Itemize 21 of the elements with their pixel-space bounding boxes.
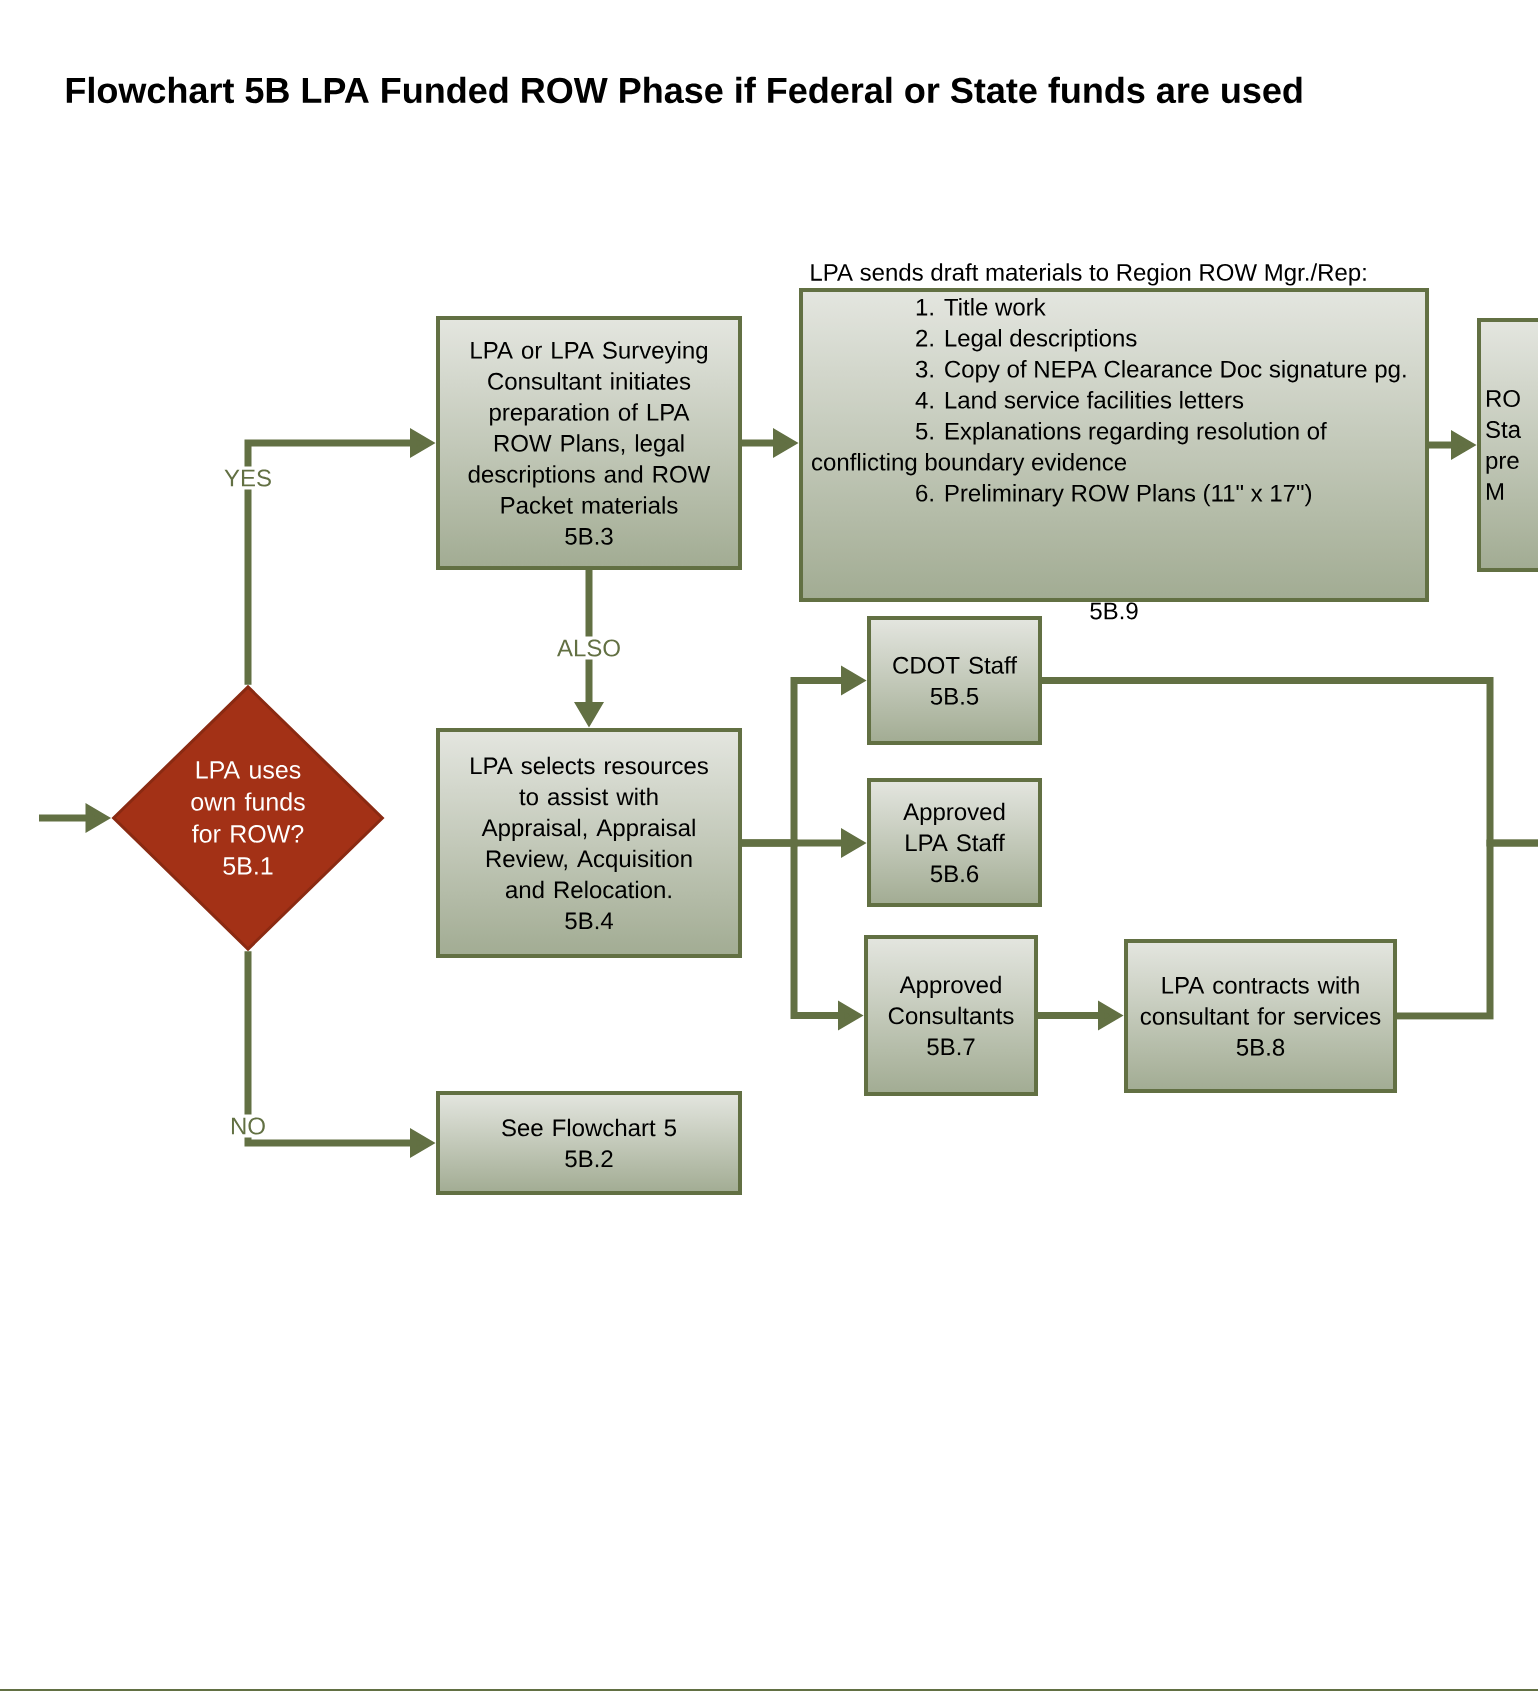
node-label: 5. Explanations regarding resolution of conflicting boundary evidence (812, 422, 1327, 476)
step-number: 5B.9 (1090, 602, 1138, 620)
process-box: LPA selects resources to assist with Appraisal, Appraisal Review, Acquisition and Relocation. 5B.4 (436, 728, 742, 958)
process-box: LPA contracts with consultant for services 5B.8 (1124, 939, 1397, 1093)
process-box: Approved Consultants 5B.7 (864, 935, 1038, 1096)
process-box: LPA or LPA Surveying Consultant initiates preparation of LPA ROW Plans, legal descriptions and ROW Packet materials 5B.3 (436, 316, 742, 570)
process-box: See Flowchart 5 5B.2 (436, 1091, 742, 1195)
edge-label: YES (221, 466, 275, 490)
title: Flowchart 5B LPA Funded ROW Phase if Federal or State funds are used (66, 76, 1302, 104)
edge-label: NO (227, 1114, 269, 1138)
process-box: RO Sta pre M (1477, 318, 1538, 572)
node-label: 2. Legal descriptions (916, 329, 1137, 352)
process-box: Approved LPA Staff 5B.6 (867, 778, 1042, 907)
box-heading: LPA sends draft materials to Region ROW Mgr./Rep: (811, 263, 1366, 286)
process-box: CDOT Staff 5B.5 (867, 616, 1042, 745)
edge-label: ALSO (554, 636, 624, 660)
node-label: 4. Land service facilities letters (915, 391, 1244, 409)
node-label: 1. Title work (916, 298, 1046, 316)
node-label: 6. Preliminary ROW Plans (11" x 17") (916, 484, 1312, 507)
node-label: 3. Copy of NEPA Clearance Doc signature pg. (915, 360, 1406, 383)
process-box: 1. Title work 2. Legal descriptions 3. Copy of NEPA Clearance Doc signature pg. 4. Land service facilities letters 5. Explanations regarding resolution of conflicting boundary evidence 6. Preliminary ROW Plans (11" x 17") (799, 288, 1429, 602)
